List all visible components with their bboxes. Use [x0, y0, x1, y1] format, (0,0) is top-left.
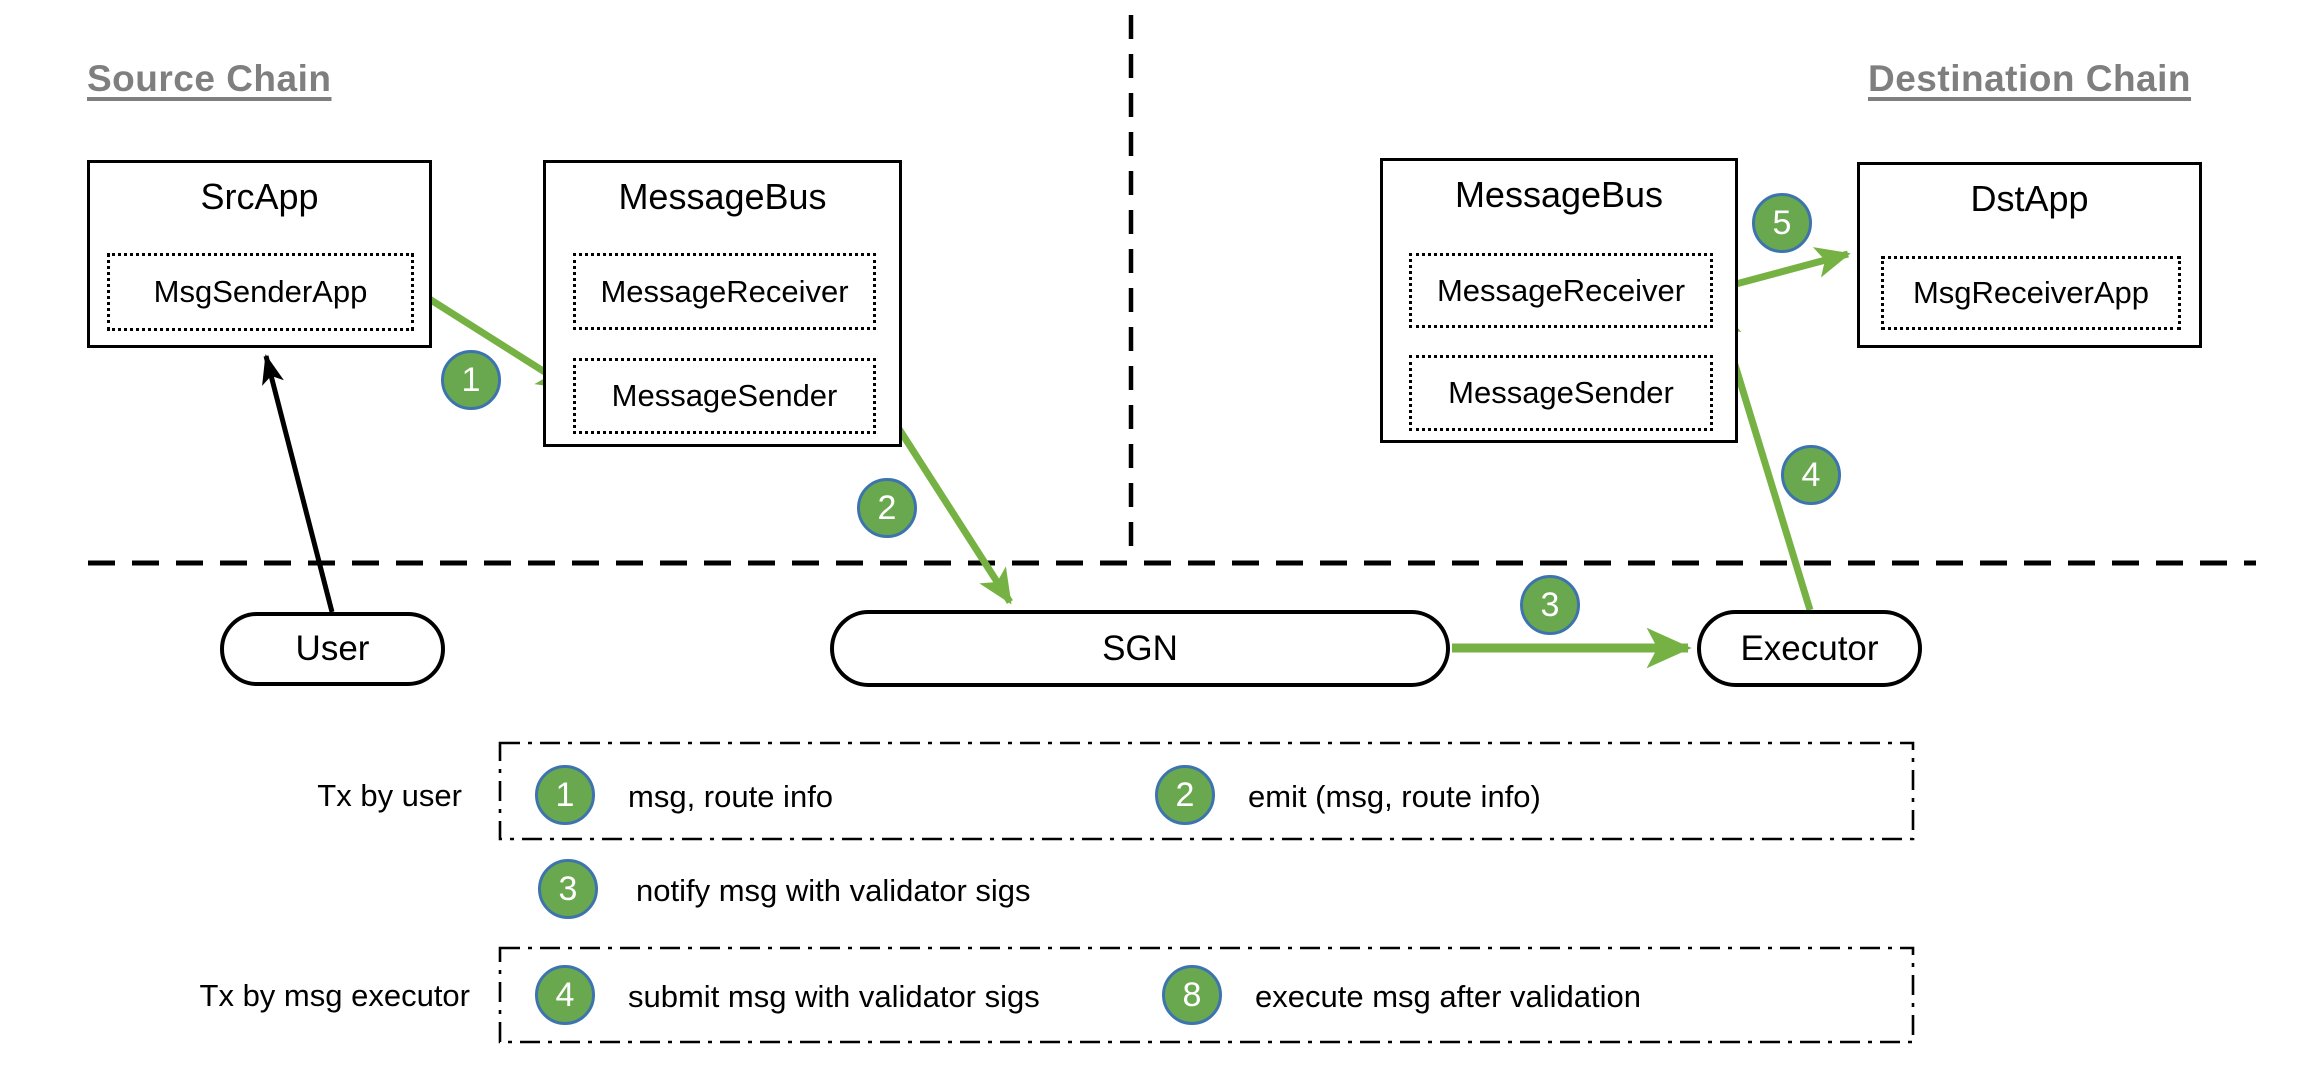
diagram-step-3-badge: 3: [1520, 575, 1580, 635]
legend-step-8-badge: 8: [1162, 965, 1222, 1025]
destination-messagesender-box: MessageSender: [1409, 355, 1713, 431]
legend-step-4-text: submit msg with validator sigs: [628, 979, 1040, 1014]
executor-oval: Executor: [1697, 610, 1922, 687]
destination-messagereceiver-box: MessageReceiver: [1409, 253, 1713, 328]
destination-chain-heading: Destination Chain: [1868, 58, 2192, 99]
legend-step-2-badge: 2: [1155, 765, 1215, 825]
user-oval: User: [220, 612, 445, 686]
legend-step-3-badge: 3: [538, 859, 598, 919]
legend-row2-label: Tx by msg executor: [199, 978, 470, 1013]
source-messagesender-box: MessageSender: [573, 358, 876, 434]
legend-step-2-text: emit (msg, route info): [1248, 779, 1541, 814]
legend-row1-label: Tx by user: [317, 778, 462, 813]
srcapp-title: SrcApp: [200, 176, 319, 217]
diagram-step-2-badge: 2: [857, 478, 917, 538]
diagram-step-5-badge: 5: [1752, 193, 1812, 253]
legend-tx-by-user-box: [498, 741, 1915, 841]
legend-step-1-badge: 1: [535, 765, 595, 825]
destination-messagebus-title: MessageBus: [1454, 174, 1664, 215]
legend-step-1-text: msg, route info: [628, 779, 834, 814]
source-messagereceiver-box: MessageReceiver: [573, 253, 876, 330]
legend-step-8-text: execute msg after validation: [1255, 979, 1641, 1014]
diagram-step-1-badge: 1: [441, 350, 501, 410]
destination-messagebus-box: MessageBus MessageReceiver MessageSender: [1380, 158, 1738, 443]
legend-step-3-text: notify msg with validator sigs: [636, 873, 1031, 908]
msgreceiverapp-box: MsgReceiverApp: [1881, 256, 2181, 330]
source-chain-heading: Source Chain: [87, 58, 332, 99]
msgsenderapp-box: MsgSenderApp: [107, 253, 414, 331]
dstapp-box: DstApp MsgReceiverApp: [1857, 162, 2202, 348]
dstapp-title: DstApp: [1970, 178, 2089, 219]
arrow-user-to-srcapp: [262, 354, 335, 613]
diagram-step-4-badge: 4: [1781, 445, 1841, 505]
source-messagebus-title: MessageBus: [618, 176, 827, 217]
source-messagebus-box: MessageBus MessageReceiver MessageSender: [543, 160, 902, 447]
legend-tx-by-executor-box: [498, 946, 1915, 1044]
sgn-oval: SGN: [830, 610, 1450, 687]
srcapp-box: SrcApp MsgSenderApp: [87, 160, 432, 348]
legend-step-4-badge: 4: [535, 965, 595, 1025]
